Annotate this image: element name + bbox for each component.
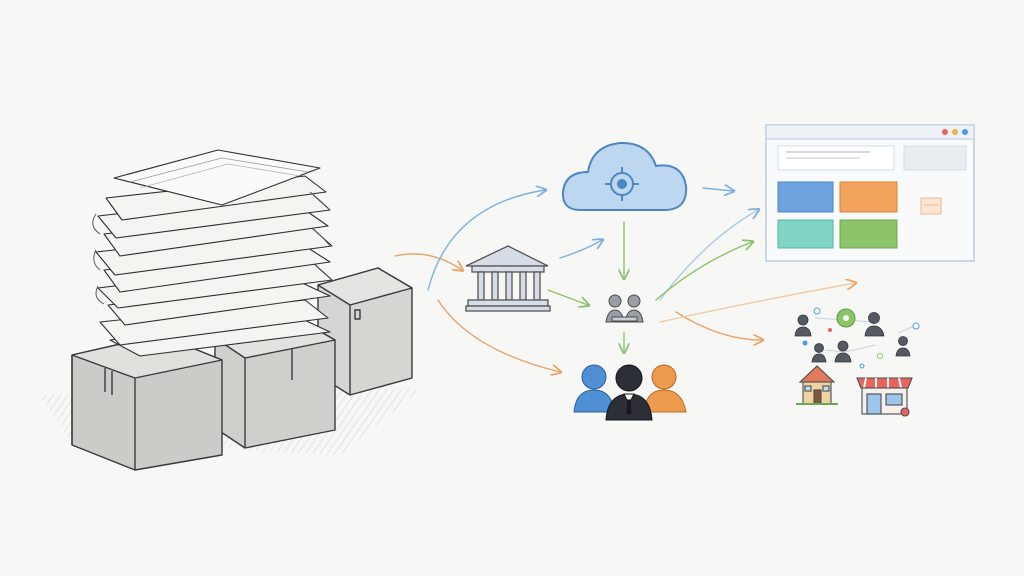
storefront-icon (856, 377, 913, 417)
person-icon (834, 340, 852, 363)
network-links (814, 317, 915, 353)
paper-stack (92, 149, 333, 357)
person-icon (864, 312, 885, 337)
arrow-archive-to-cloud (427, 190, 545, 291)
team-icon (573, 364, 687, 421)
people-nodes (794, 312, 911, 363)
bank-icon (465, 245, 551, 312)
teal-card (777, 219, 834, 249)
cloud-icon (561, 141, 688, 211)
institution (465, 245, 551, 312)
header-panel (903, 145, 967, 171)
side-widget (920, 197, 942, 215)
connectors (394, 188, 855, 372)
dashboard-window (765, 124, 975, 262)
orange-person-icon (643, 364, 687, 413)
community-network (794, 307, 920, 417)
window-dot-red (942, 129, 948, 135)
accent-dots (802, 307, 920, 369)
cloud-platform (561, 141, 688, 211)
arrow-institution-to-cloud (559, 240, 602, 259)
arrow-archive-to-people (437, 299, 560, 372)
blue-card (777, 181, 834, 213)
dark-person-icon (605, 364, 653, 421)
window-dot-blue (962, 129, 968, 135)
arrow-institution-to-people (547, 289, 588, 305)
arrow-network-to-dashboard-green (655, 242, 752, 301)
arrow-network-to-community-2 (659, 283, 855, 323)
orange-card (839, 181, 898, 213)
people-network (573, 294, 687, 421)
arrow-network-to-dashboard-blue (659, 210, 758, 301)
meeting-icon (605, 294, 644, 323)
house-icon (796, 365, 838, 405)
person-icon (895, 336, 911, 357)
person-icon (794, 314, 812, 337)
target-icon (605, 167, 639, 201)
person-icon (811, 343, 827, 363)
arrow-cloud-to-dashboard (702, 188, 733, 191)
green-card (839, 219, 898, 249)
paper-archive (40, 149, 420, 471)
arrow-archive-to-institution (394, 253, 462, 270)
window-dot-orange (952, 129, 958, 135)
blue-person-icon (573, 364, 615, 413)
